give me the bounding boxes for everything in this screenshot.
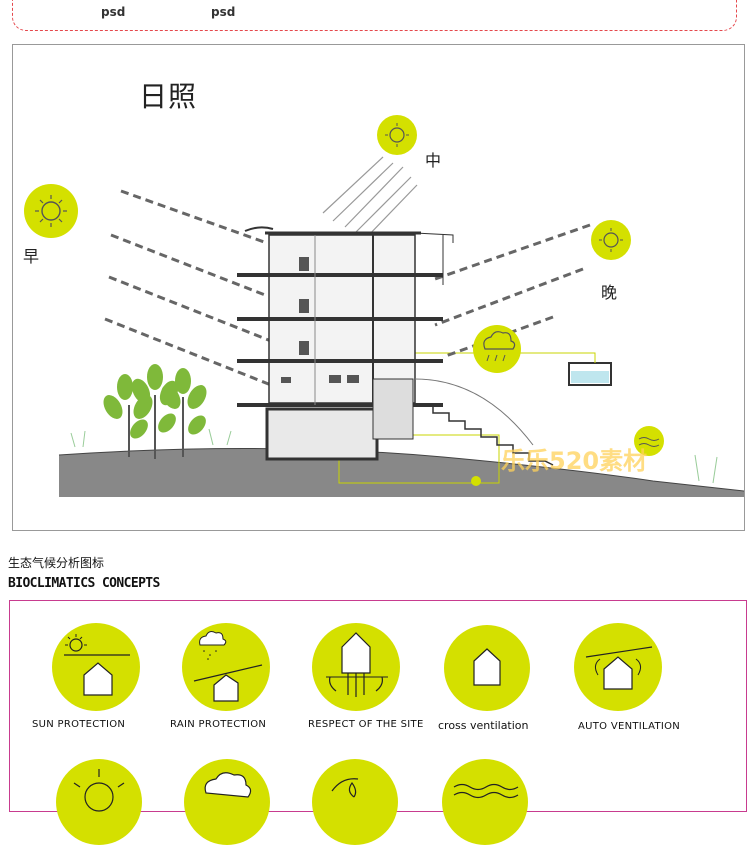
concept-row2-plant — [310, 757, 400, 847]
label-evening: 晚 — [601, 283, 618, 302]
respect-of-site-icon — [312, 623, 400, 711]
concept-auto-ventilation: AUTO VENTILATION — [572, 621, 680, 732]
concept-label: AUTO VENTILATION — [578, 721, 681, 732]
concept-rain-protection: RAIN PROTECTION — [170, 621, 272, 730]
sun-evening-icon — [591, 220, 631, 260]
psd-label-2: psd — [211, 5, 236, 19]
sunlight-diagram — [24, 115, 744, 497]
concept-label: SUN PROTECTION — [32, 719, 126, 730]
concept-label: RAIN PROTECTION — [170, 719, 267, 730]
psd-label-1: psd — [101, 5, 126, 19]
noon-sun-rays — [322, 156, 418, 240]
label-noon: 中 — [425, 151, 442, 170]
sunlight-diagram-panel: 日照 早 中 晚 乐乐520素材 — [12, 44, 745, 531]
concept-row2-water — [440, 757, 530, 847]
concept-sun-protection: SUN PROTECTION — [32, 621, 142, 730]
concepts-box: SUN PROTECTION RAIN PROTECTION RESPECT O… — [9, 600, 747, 845]
big-sun-icon — [56, 759, 142, 845]
water-icon — [634, 426, 664, 456]
water-tank — [568, 362, 612, 386]
ground-slope — [59, 448, 744, 497]
plant-cycle-icon — [312, 759, 398, 845]
watermark: 乐乐520素材 — [501, 447, 648, 475]
concept-label: cross ventilation — [438, 719, 529, 732]
sun-protection-icon — [52, 623, 140, 711]
building-section — [237, 226, 554, 466]
cross-ventilation-icon — [444, 625, 530, 711]
grass — [70, 428, 718, 484]
concept-label: RESPECT OF THE SITE — [308, 719, 424, 730]
auto-ventilation-icon — [574, 623, 662, 711]
sunlight-title: 日照 — [139, 80, 198, 113]
sun-noon-icon — [377, 115, 417, 155]
cloud-icon — [184, 759, 270, 845]
rain-cloud-icon — [473, 325, 521, 373]
trees — [103, 364, 207, 459]
concept-row2-cloud — [182, 757, 272, 847]
section-title-cn: 生态气候分析图标 — [8, 556, 105, 570]
morning-sun-rays — [104, 189, 272, 387]
concept-cross-ventilation: cross ventilation — [438, 623, 532, 732]
top-banner — [12, 0, 737, 31]
concept-respect-site: RESPECT OF THE SITE — [308, 621, 423, 730]
label-morning: 早 — [23, 247, 40, 266]
sun-morning-icon — [24, 184, 78, 238]
concept-row2-sun — [54, 757, 144, 847]
rain-protection-icon — [182, 623, 270, 711]
section-title-en: BIOCLIMATICS CONCEPTS — [8, 576, 160, 591]
windows — [281, 257, 359, 383]
water-waves-icon — [442, 759, 528, 845]
